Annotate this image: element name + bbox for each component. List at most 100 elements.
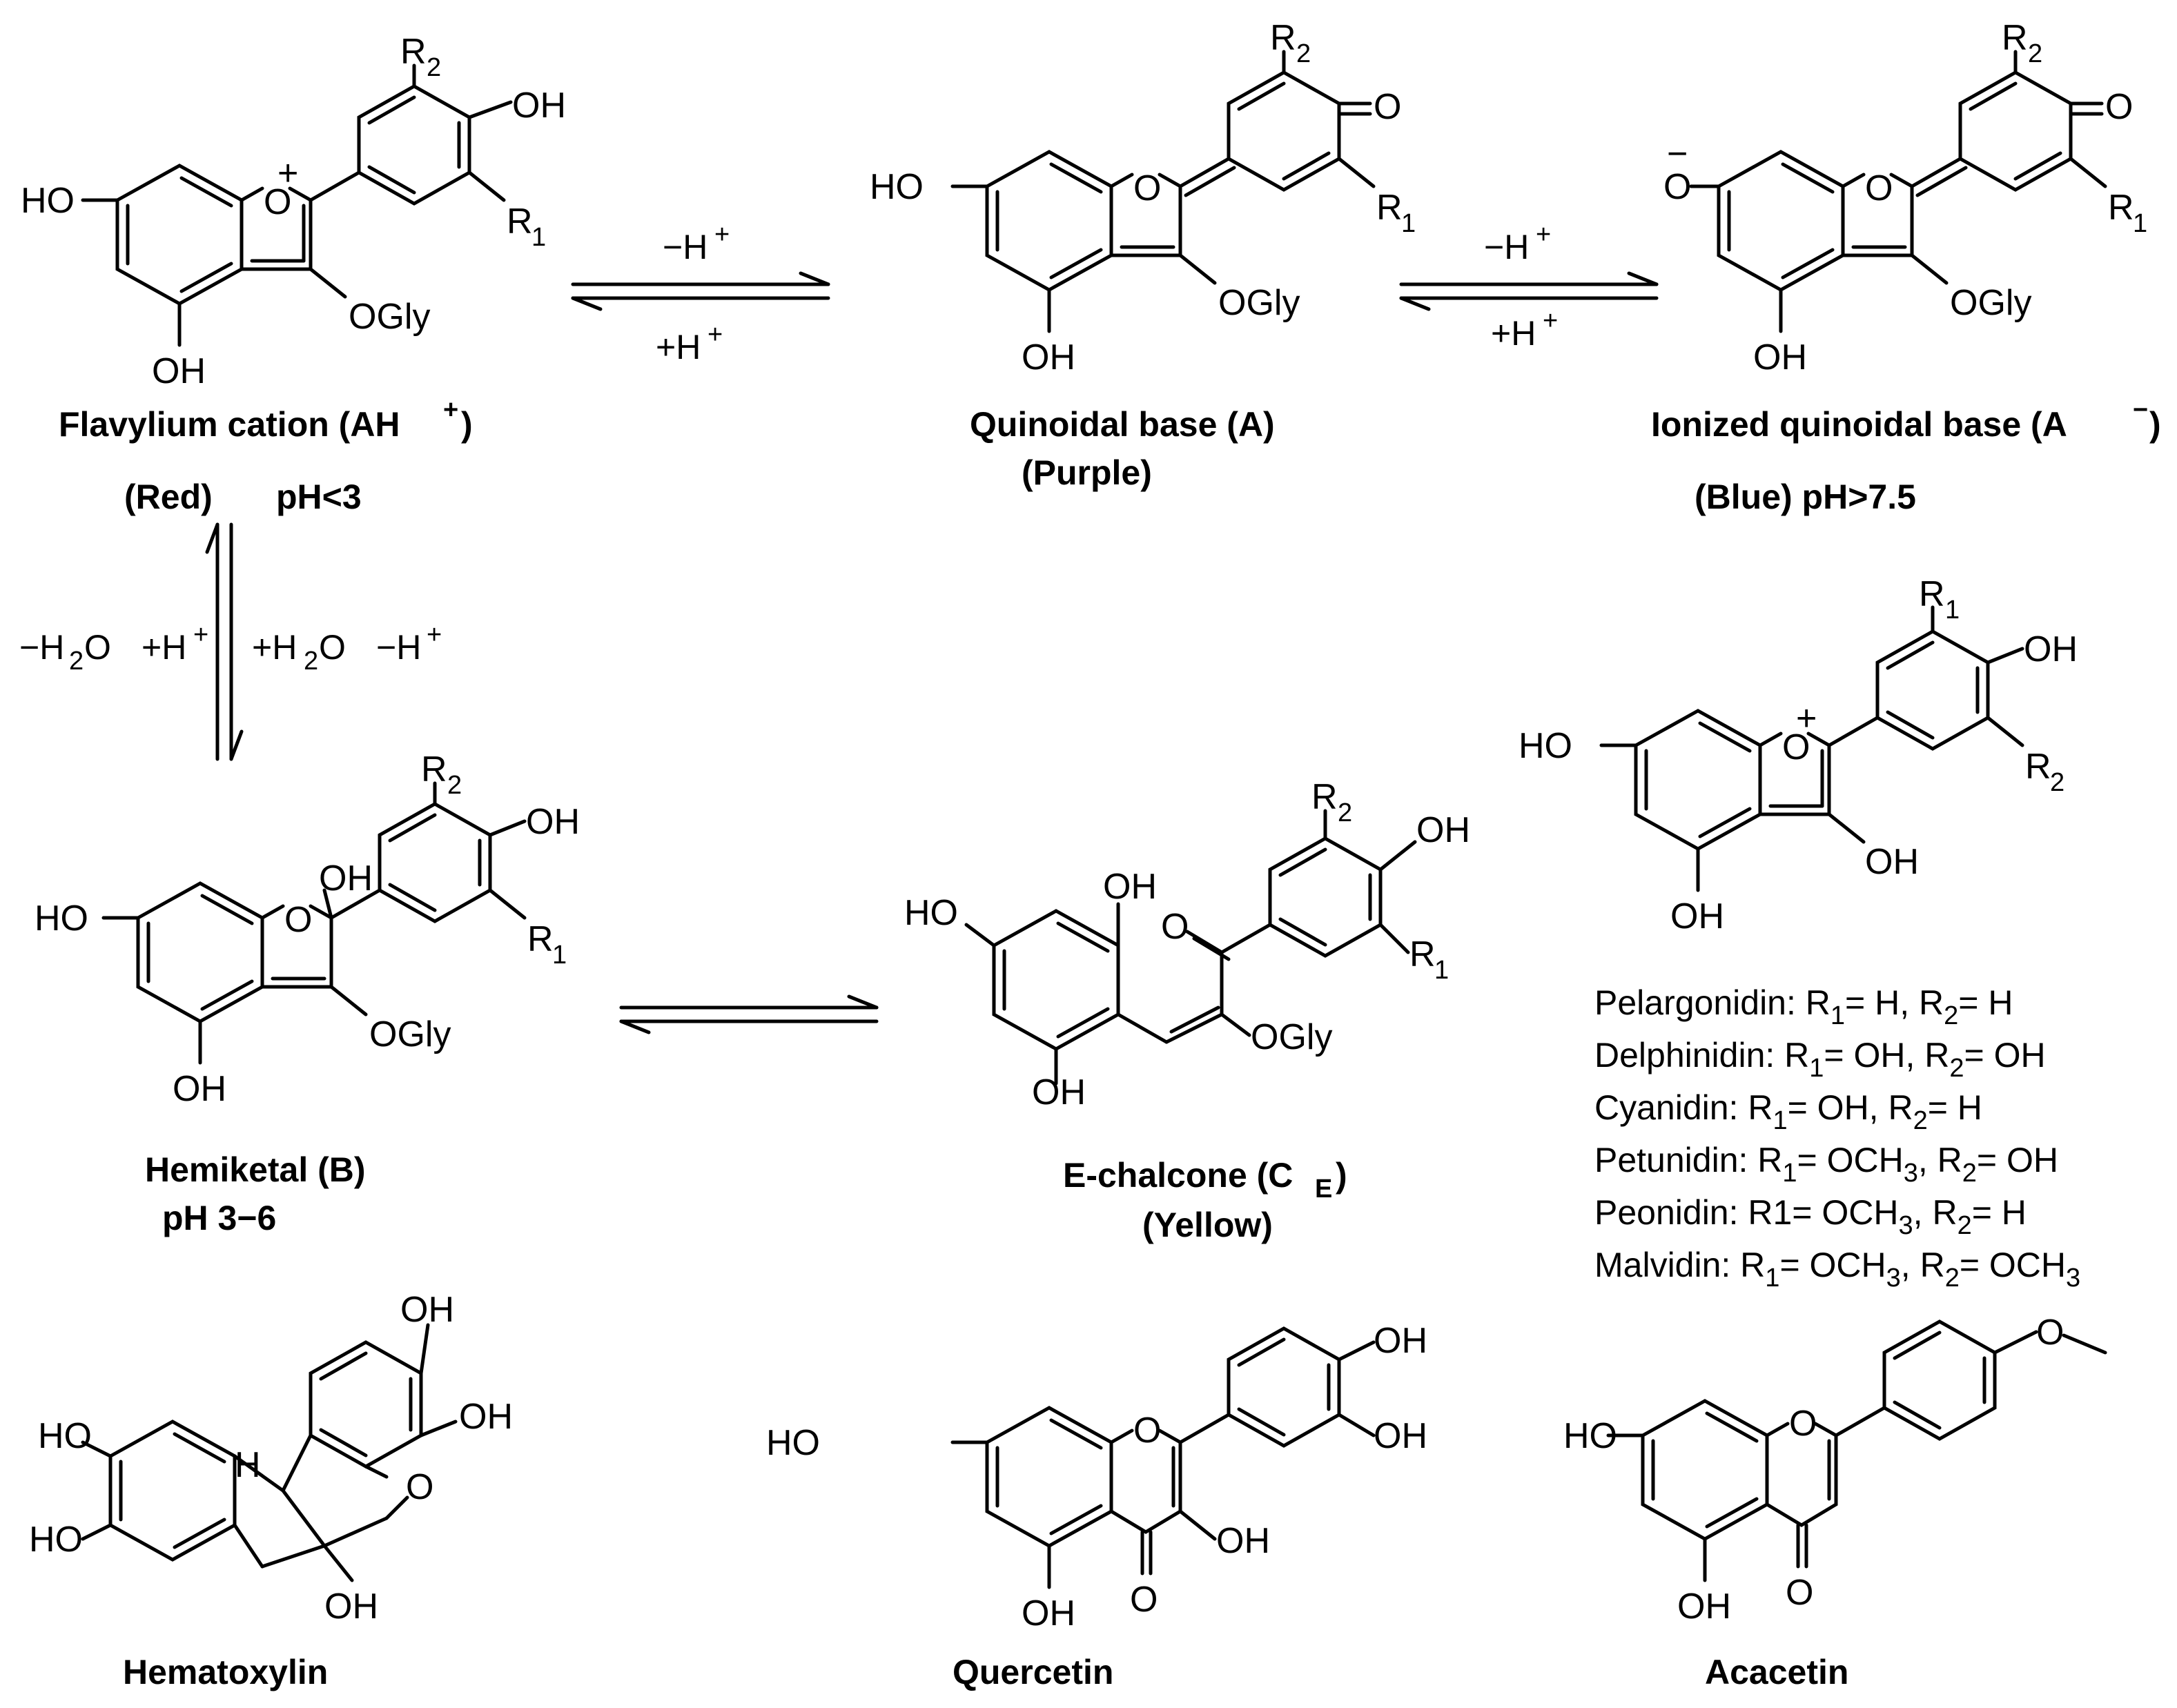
- svg-text:O: O: [1374, 87, 1401, 127]
- svg-text:1: 1: [531, 223, 546, 252]
- flavylium-name: Flavylium cation (AH + ) (Red) pH<3: [59, 395, 473, 516]
- svg-text:OH: OH: [324, 1587, 378, 1627]
- svg-text:+: +: [193, 620, 208, 649]
- svg-text:−: −: [1667, 134, 1688, 174]
- svg-text:HO: HO: [870, 167, 924, 207]
- svg-text:OH: OH: [1374, 1416, 1427, 1456]
- svg-text:OGly: OGly: [1950, 283, 2031, 323]
- svg-text:O: O: [2105, 87, 2133, 127]
- svg-text:R: R: [507, 202, 533, 242]
- svg-text:OH: OH: [1677, 1587, 1731, 1627]
- svg-text:OH: OH: [1216, 1521, 1270, 1561]
- svg-text:R: R: [1311, 777, 1338, 817]
- svg-text:O: O: [1786, 1573, 1813, 1613]
- chalcone-structure: [964, 809, 1417, 1086]
- svg-text:R: R: [2002, 18, 2028, 58]
- svg-text:OH: OH: [1670, 896, 1724, 936]
- svg-text:HO: HO: [29, 1520, 83, 1560]
- svg-text:pH<3: pH<3: [276, 478, 362, 516]
- svg-text:O: O: [284, 900, 312, 940]
- legend-cyanidin: Cyanidin: R1= OH, R2= H: [1594, 1088, 1982, 1135]
- svg-text:2: 2: [69, 647, 84, 676]
- svg-text:O: O: [84, 628, 111, 667]
- svg-text:2: 2: [447, 771, 462, 800]
- svg-text:OH: OH: [173, 1069, 226, 1109]
- arrow-a-aminus-labels: −H + +H +: [1484, 220, 1558, 353]
- svg-text:Ionized quinoidal base (A: Ionized quinoidal base (A: [1651, 405, 2067, 444]
- svg-text:2: 2: [304, 647, 318, 676]
- svg-text:O: O: [2036, 1313, 2064, 1353]
- arrow-ah-a-labels: −H + +H +: [656, 220, 730, 366]
- svg-text:OH: OH: [2024, 629, 2078, 669]
- svg-text:): ): [1336, 1156, 1347, 1195]
- svg-text:−H: −H: [663, 228, 707, 266]
- svg-text:O: O: [1782, 727, 1810, 767]
- arrow-a-aminus: [1399, 271, 1659, 311]
- svg-text:H: H: [235, 1445, 261, 1485]
- svg-text:R: R: [1919, 574, 1945, 614]
- svg-text:OH: OH: [152, 351, 206, 391]
- svg-text:+: +: [1543, 306, 1558, 335]
- svg-text:Quinoidal base (A): Quinoidal base (A): [970, 405, 1275, 444]
- svg-text:1: 1: [552, 941, 567, 970]
- svg-text:1: 1: [1434, 956, 1449, 985]
- svg-text:+: +: [1536, 220, 1551, 249]
- svg-text:O: O: [1161, 907, 1189, 947]
- svg-text:R: R: [400, 32, 427, 72]
- labels: HO O + R 2 OH R 1 OGly OH HO O R 2 O R 1…: [19, 18, 2161, 1691]
- svg-text:Hemiketal (B): Hemiketal (B): [145, 1150, 366, 1189]
- svg-text:OH: OH: [1022, 1593, 1075, 1633]
- svg-text:O: O: [1133, 168, 1161, 208]
- svg-text:HO: HO: [904, 893, 958, 933]
- svg-text:O: O: [406, 1467, 433, 1507]
- svg-text:O: O: [1789, 1404, 1817, 1444]
- svg-text:OGly: OGly: [1218, 283, 1300, 323]
- svg-text:HO: HO: [1519, 726, 1572, 766]
- arrow-ah-b-labels: −H 2 O +H + +H 2 O −H +: [19, 620, 442, 676]
- svg-text:OGly: OGly: [369, 1014, 451, 1054]
- svg-text:HO: HO: [21, 181, 75, 221]
- svg-text:(Red): (Red): [124, 478, 213, 516]
- svg-text:OH: OH: [1753, 337, 1807, 377]
- svg-text:OH: OH: [1032, 1072, 1086, 1112]
- quinoidal-structure: [950, 50, 1376, 333]
- svg-text:OH: OH: [1103, 867, 1157, 907]
- svg-text:O: O: [1133, 1411, 1161, 1451]
- svg-text:OH: OH: [1865, 842, 1919, 882]
- quercetin-structure: [950, 1326, 1376, 1589]
- quercetin-name: Quercetin: [953, 1653, 1113, 1691]
- hematoxylin-name: Hematoxylin: [123, 1653, 328, 1691]
- svg-text:2: 2: [2050, 768, 2064, 797]
- svg-text:−: −: [2133, 395, 2148, 424]
- legend-malvidin: Malvidin: R1= OCH3, R2= OCH3: [1594, 1246, 2080, 1293]
- legend-delphinidin: Delphinidin: R1= OH, R2= OH: [1594, 1036, 2046, 1083]
- svg-text:+H: +H: [656, 328, 701, 366]
- svg-text:−H: −H: [1484, 228, 1529, 266]
- svg-text:OH: OH: [526, 802, 580, 842]
- svg-text:2: 2: [2028, 39, 2042, 68]
- arrow-ah-a: [571, 271, 830, 311]
- svg-text:HO: HO: [766, 1423, 820, 1463]
- svg-text:OH: OH: [1416, 810, 1470, 850]
- aglycone-structure: [1599, 605, 2024, 892]
- svg-text:O: O: [1865, 168, 1893, 208]
- svg-text:2: 2: [1338, 798, 1352, 827]
- arrow-b-c: [619, 994, 879, 1034]
- legend-peonidin: Peonidin: R1= OCH3, R2= H: [1594, 1193, 2027, 1240]
- svg-text:): ): [2149, 405, 2161, 444]
- svg-text:): ): [461, 405, 473, 444]
- svg-text:E: E: [1315, 1175, 1332, 1204]
- hematoxylin-structure: [81, 1323, 458, 1582]
- svg-text:O: O: [319, 628, 346, 667]
- svg-text:O: O: [1130, 1580, 1158, 1620]
- svg-text:+: +: [427, 620, 442, 649]
- svg-text:OGly: OGly: [349, 297, 430, 337]
- svg-text:OH: OH: [400, 1290, 454, 1330]
- svg-text:OH: OH: [459, 1397, 513, 1437]
- svg-text:OH: OH: [1022, 337, 1075, 377]
- svg-text:(Purple): (Purple): [1022, 453, 1152, 492]
- svg-text:+: +: [714, 220, 730, 249]
- svg-text:R: R: [2025, 747, 2051, 787]
- svg-text:1: 1: [1401, 209, 1416, 238]
- svg-text:R: R: [2108, 188, 2134, 228]
